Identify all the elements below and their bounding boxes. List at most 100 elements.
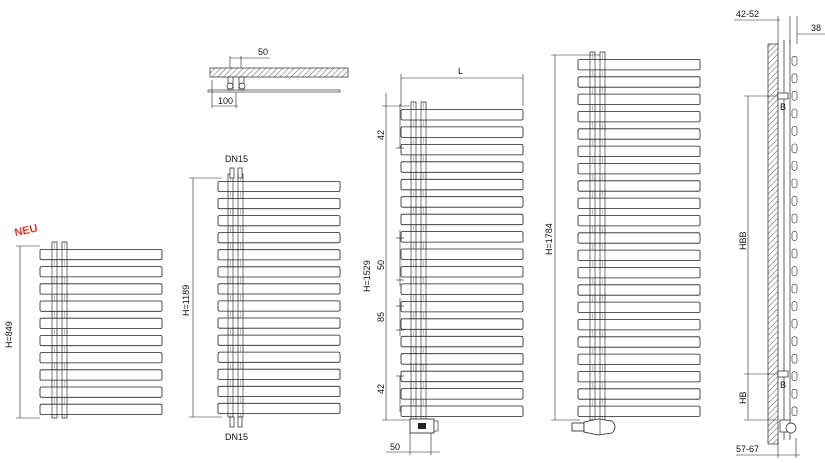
radiator-bar	[217, 334, 341, 346]
label-h1784: H=1784	[544, 223, 554, 255]
radiator-bar	[400, 335, 524, 348]
radiator-bar	[577, 215, 701, 227]
label-h1189: H=1189	[181, 285, 191, 316]
side-view-bar-end	[791, 143, 798, 154]
dim-hbb: HBB	[738, 231, 748, 250]
radiator-bar	[217, 385, 341, 397]
dim-50-mid: 50	[376, 260, 386, 270]
side-view-bar-end	[791, 91, 798, 101]
radiator-bar	[577, 197, 701, 209]
radiator-bar	[577, 76, 701, 88]
radiator-bar	[39, 352, 163, 364]
side-view-bar-end	[791, 231, 798, 241]
side-view-bar-end	[791, 248, 798, 259]
radiator-bar	[217, 317, 341, 329]
dim-hb: HB	[738, 391, 748, 404]
radiator-bar	[39, 403, 163, 415]
radiator-bar	[39, 283, 163, 295]
radiator-bar	[217, 300, 341, 312]
label-b-bottom: B	[780, 380, 786, 390]
radiator-bar	[577, 405, 701, 417]
side-view-bar-end	[791, 406, 798, 416]
radiator-bar	[39, 369, 163, 381]
dim-85: 85	[376, 312, 386, 322]
radiator-bar	[217, 232, 341, 244]
dim-L: L	[458, 66, 463, 76]
radiator-h1189: H=1189 DN15 DN15	[181, 154, 341, 442]
side-view-bar-end	[791, 266, 798, 276]
side-view-wall	[767, 43, 779, 445]
radiator-h1784: H=1784	[544, 51, 701, 436]
radiator-bar	[577, 145, 701, 157]
side-view-bar-end	[791, 213, 798, 224]
radiator-bar	[577, 59, 701, 71]
radiator-bar	[577, 319, 701, 331]
dim-57-67: 57-67	[736, 444, 759, 454]
side-view-bar-end	[791, 178, 798, 189]
dim-42-52: 42-52	[736, 9, 759, 19]
radiator-bar	[400, 231, 524, 243]
radiator-bar	[577, 267, 701, 279]
radiator-bar	[400, 109, 524, 121]
radiator-bar	[217, 215, 341, 227]
radiator-h1189-collectors	[227, 173, 244, 418]
side-view-bar-end	[791, 56, 798, 66]
radiator-bar	[577, 371, 701, 383]
side-view-bar-end	[791, 283, 798, 294]
radiator-bar	[577, 353, 701, 365]
radiator-bar	[217, 368, 341, 380]
radiator-bar	[577, 232, 701, 244]
dim-42-bottom: 42	[376, 384, 386, 394]
radiator-bar	[217, 198, 341, 210]
radiator-h1529-bars	[400, 109, 524, 417]
radiator-bar	[39, 300, 163, 312]
radiator-h1189-bars	[217, 180, 341, 414]
radiator-h849: H=849	[4, 241, 163, 419]
radiator-bar	[400, 248, 524, 260]
radiator-bar	[400, 178, 524, 191]
radiator-bar	[400, 213, 524, 226]
radiator-bar	[400, 126, 524, 138]
side-view-bar-end	[791, 336, 798, 346]
dim-100: 100	[218, 96, 233, 106]
radiator-bar	[400, 405, 524, 417]
radiator-bar	[577, 249, 701, 261]
radiator-bar	[577, 180, 701, 192]
radiator-bar	[400, 353, 524, 365]
radiator-bar	[577, 111, 701, 123]
radiator-h849-bars	[39, 248, 163, 415]
side-view-bar-end	[791, 108, 798, 119]
radiator-bar	[217, 283, 341, 295]
label-dn15-top: DN15	[225, 154, 248, 164]
radiator-bar	[217, 249, 341, 261]
dim-50-top: 50	[258, 47, 268, 57]
radiator-bar	[400, 266, 524, 278]
radiator-bar	[39, 386, 163, 398]
radiator-bar	[217, 351, 341, 363]
side-view-bar-end	[791, 318, 798, 329]
radiator-bar	[400, 161, 524, 173]
side-view-bar-end	[791, 73, 798, 84]
radiator-h1784-bars	[577, 59, 701, 417]
radiator-bar	[39, 248, 163, 261]
radiator-bar	[400, 196, 524, 208]
radiator-bar	[577, 284, 701, 296]
radiator-bar	[577, 163, 701, 175]
side-view-bar-end	[791, 388, 798, 399]
radiator-bar	[577, 93, 701, 105]
radiator-bar	[577, 336, 701, 348]
dim-38: 38	[811, 23, 821, 33]
side-view-bar-end	[791, 371, 798, 381]
side-view-bars	[791, 56, 798, 416]
side-view-bar-end	[791, 301, 798, 311]
radiator-bar	[39, 266, 163, 278]
radiator-bar	[217, 402, 341, 414]
label-h849: H=849	[4, 321, 14, 348]
radiator-bar	[577, 128, 701, 140]
radiator-bar	[217, 180, 341, 192]
radiator-bar	[400, 370, 524, 383]
top-view-wall	[209, 67, 349, 78]
radiator-bar	[400, 283, 524, 295]
valve-body-r4	[571, 422, 585, 432]
